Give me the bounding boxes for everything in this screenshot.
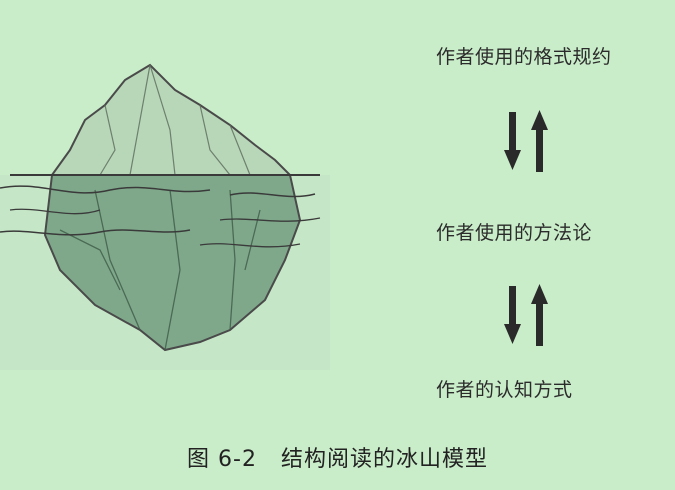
iceberg-illustration [0, 63, 330, 370]
arrow-down-icon [504, 112, 521, 170]
label-format-conventions: 作者使用的格式规约 [436, 46, 612, 68]
arrow-up-icon [531, 284, 548, 346]
arrow-down-icon [504, 286, 521, 344]
arrow-pair-2 [504, 284, 548, 346]
label-cognitive-mode: 作者的认知方式 [436, 379, 573, 401]
figure-caption: 图 6-2 结构阅读的冰山模型 [187, 447, 488, 472]
arrow-up-icon [531, 110, 548, 172]
label-methodology: 作者使用的方法论 [436, 222, 593, 244]
arrow-pair-1 [504, 110, 548, 172]
